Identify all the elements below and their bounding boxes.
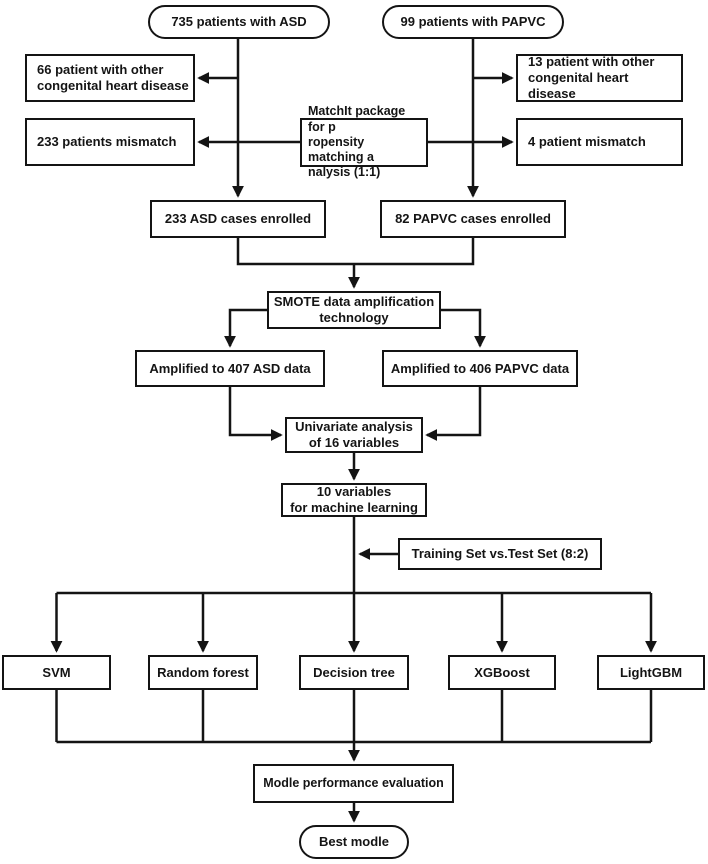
node-model-evaluation: Modle performance evaluation [253,764,454,803]
node-asd-patients: 735 patients with ASD [148,5,330,39]
node-best-model: Best modle [299,825,409,859]
node-univariate: Univariate analysis of 16 variables [285,417,423,453]
node-decision-tree: Decision tree [299,655,409,690]
node-asd-enrolled: 233 ASD cases enrolled [150,200,326,238]
arrow-smote-to-asd-amplified [224,308,267,348]
node-asd-amplified: Amplified to 407 ASD data [135,350,325,387]
node-random-forest: Random forest [148,655,258,690]
node-svm: SVM [2,655,111,690]
arrow-smote-to-papvc-amplified [441,308,486,348]
node-papvc-patients: 99 patients with PAPVC [382,5,564,39]
node-asd-other-chd: 66 patient with other congenital heart d… [25,54,195,102]
arrow-papvc-amplified-to-univariate [425,387,482,441]
node-training-test: Training Set vs.Test Set (8:2) [398,538,602,570]
node-papvc-other-chd: 13 patient with other congenital heart d… [516,54,683,102]
node-xgboost: XGBoost [448,655,556,690]
node-papvc-mismatch: 4 patient mismatch [516,118,683,166]
node-papvc-enrolled: 82 PAPVC cases enrolled [380,200,566,238]
node-smote: SMOTE data amplification technology [267,291,441,329]
node-ten-variables: 10 variables for machine learning [281,483,427,517]
node-lightgbm: LightGBM [597,655,705,690]
node-papvc-amplified: Amplified to 406 PAPVC data [382,350,578,387]
node-matchit: MatchIt package for p ropensity matching… [300,104,428,179]
arrow-asd-amplified-to-univariate [228,387,283,441]
line-enrolled-merge [236,238,475,266]
node-asd-mismatch: 233 patients mismatch [25,118,195,166]
